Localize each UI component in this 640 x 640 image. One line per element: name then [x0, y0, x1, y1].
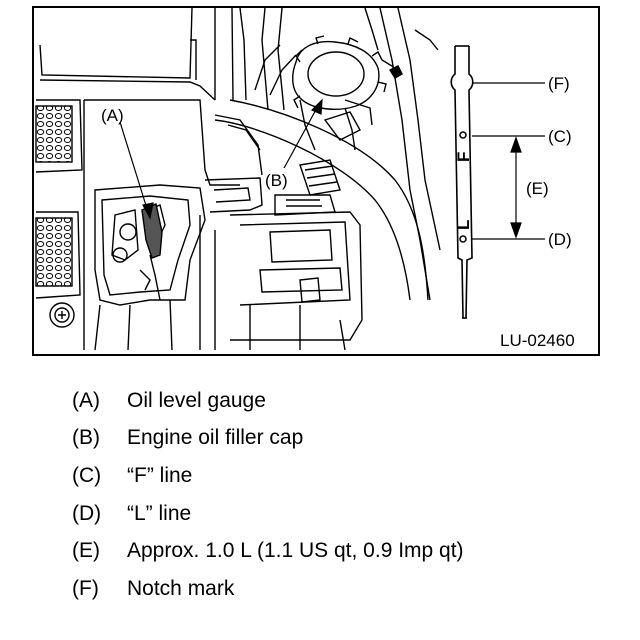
legend-text: “F” line	[127, 463, 193, 487]
legend-key: (A)	[72, 388, 100, 412]
legend-key: (D)	[72, 501, 102, 525]
legend-item: (E) Approx. 1.0 L (1.1 US qt, 0.9 Imp qt)	[72, 532, 632, 570]
legend-item: (A) Oil level gauge	[72, 382, 632, 420]
low-mark-dot	[459, 235, 467, 243]
legend-item: (B) Engine oil filler cap	[72, 420, 632, 458]
legend-key: (B)	[72, 426, 100, 450]
legend-item: (F) Notch mark	[72, 570, 632, 608]
gauge-mark-full: F	[454, 152, 473, 162]
legend-text: Engine oil filler cap	[127, 426, 304, 450]
figure-id: LU-02460	[500, 331, 575, 350]
callout-e: (E)	[526, 179, 549, 198]
callout-d: (D)	[548, 230, 572, 249]
figure-svg: F L (A) (B) (F) (C) (E) (D) LU-02460	[32, 6, 600, 356]
gauge-mark-low: L	[454, 220, 473, 230]
engine-bay-drawing	[35, 7, 441, 351]
callout-b: (B)	[265, 171, 288, 190]
dipstick-leaders	[472, 82, 545, 240]
legend-text: “L” line	[127, 501, 192, 525]
engine-bay-figure: F L (A) (B) (F) (C) (E) (D) LU-02460	[32, 6, 600, 356]
legend-list: (A) Oil level gauge (B) Engine oil filler …	[72, 382, 632, 608]
callout-leaders	[119, 98, 323, 220]
callout-a: (A)	[101, 106, 124, 125]
legend-item: (C) “F” line	[72, 457, 632, 495]
legend-key: (C)	[72, 463, 102, 487]
callout-c: (C)	[548, 127, 572, 146]
legend-text: Approx. 1.0 L (1.1 US qt, 0.9 Imp qt)	[127, 539, 464, 563]
dipstick	[450, 45, 474, 319]
figure-frame	[32, 6, 600, 356]
callout-f: (F)	[548, 74, 570, 93]
full-mark-dot	[459, 131, 467, 139]
legend-key: (E)	[72, 539, 100, 563]
legend-key: (F)	[72, 576, 99, 600]
legend-item: (D) “L” line	[72, 495, 632, 533]
callout-b-bg	[263, 168, 297, 190]
legend-text: Notch mark	[127, 576, 235, 600]
legend-text: Oil level gauge	[127, 388, 266, 412]
